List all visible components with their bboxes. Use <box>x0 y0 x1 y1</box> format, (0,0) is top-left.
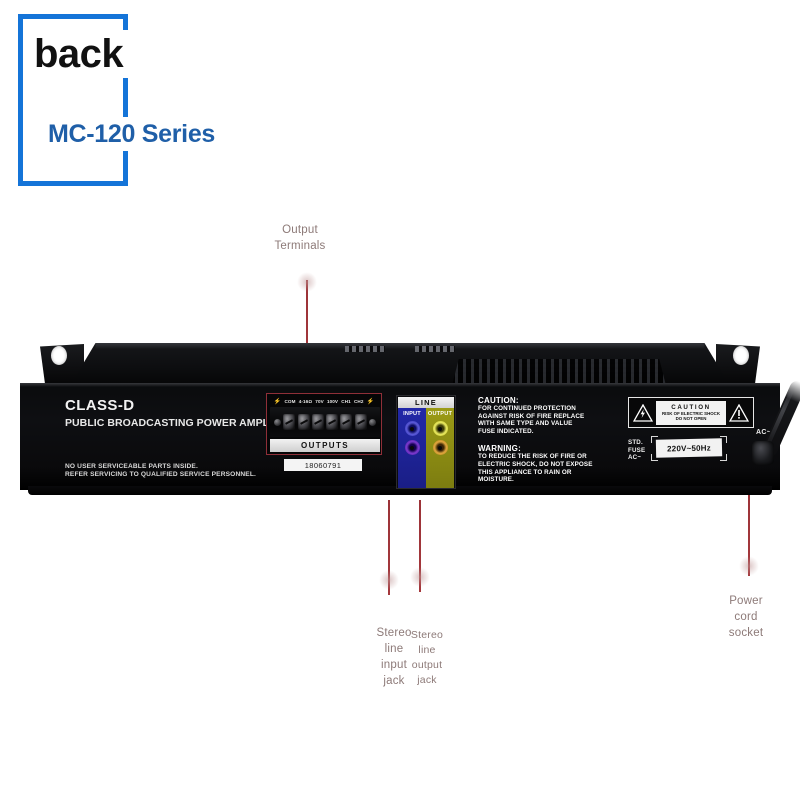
rca-pin <box>438 445 442 450</box>
line-input-column[interactable]: INPUT <box>398 408 426 488</box>
rack-mount-hole-right <box>733 346 749 365</box>
annotation-power-cord-socket: Power cord socket <box>728 595 764 639</box>
terminal-screw-impedance[interactable] <box>297 414 310 430</box>
line-io-block[interactable]: LINE INPUT OUTPUT <box>396 395 456 489</box>
voltage-bracket-bottom-left <box>651 454 658 461</box>
chassis-bottom-edge <box>28 486 772 495</box>
rca-jack-input-left[interactable] <box>404 421 420 436</box>
class-d-label: CLASS-D <box>65 397 135 414</box>
leader-line-stereo-output <box>419 500 421 592</box>
annotation-stereo-line-input-jack: Stereo line input jack <box>376 627 412 687</box>
page-title: back <box>30 30 130 78</box>
terminal-label-row: ⚡ COM 4-16Ω 70V 100V CH1 CH2 ⚡ <box>267 395 381 407</box>
ac-inlet-label: AC~ <box>756 429 772 436</box>
terminal-screw-strip[interactable] <box>270 407 380 437</box>
leader-dot-output-terminals <box>297 272 317 292</box>
rca-jack-input-right[interactable] <box>404 440 420 455</box>
voltage-bracket-top-right <box>720 436 727 443</box>
terminal-label-100v: 100V <box>326 398 339 404</box>
terminal-screw-com[interactable] <box>283 414 296 430</box>
vent-slot-group-2 <box>415 346 455 352</box>
leader-line-power-cord <box>748 480 750 576</box>
line-columns: INPUT OUTPUT <box>398 408 454 488</box>
lightning-icon-left: ⚡ <box>273 398 282 405</box>
rca-jack-output-right[interactable] <box>432 440 448 455</box>
outputs-tag: OUTPUTS <box>270 439 380 452</box>
amplifier-rear-panel: CLASS-D PUBLIC BROADCASTING POWER AMPLIF… <box>20 335 800 500</box>
voltage-rating-tag: 220V~50Hz <box>655 438 723 458</box>
rca-jack-output-left[interactable] <box>432 421 448 436</box>
annotation-output-terminals: Output Terminals <box>274 224 326 252</box>
shock-caution-title: CAUTION <box>671 403 711 411</box>
rca-pin <box>410 426 414 431</box>
terminal-mount-screw-right[interactable] <box>368 418 376 426</box>
shock-label-center: CAUTION RISK OF ELECTRIC SHOCK DO NOT OP… <box>656 400 726 425</box>
electric-shock-caution-label: CAUTION RISK OF ELECTRIC SHOCK DO NOT OP… <box>628 397 754 428</box>
header-frame <box>18 14 128 186</box>
terminal-label-ch2: CH2 <box>353 398 364 404</box>
terminal-label-com: COM <box>284 398 296 404</box>
line-output-column[interactable]: OUTPUT <box>426 408 454 488</box>
leader-line-output-terminals <box>306 280 308 386</box>
terminal-screw-ch1[interactable] <box>340 414 353 430</box>
terminal-screw-100v[interactable] <box>326 414 339 430</box>
terminal-label-impedance: 4-16Ω <box>298 398 313 404</box>
shock-caution-subtitle: RISK OF ELECTRIC SHOCK DO NOT OPEN <box>661 410 721 421</box>
amplifier-subtitle: PUBLIC BROADCASTING POWER AMPLIFIER <box>65 417 297 429</box>
warning-group: WARNING: TO REDUCE THE RISK OF FIRE OR E… <box>478 444 614 483</box>
terminal-screw-70v[interactable] <box>311 414 324 430</box>
warning-title: WARNING: <box>478 444 521 454</box>
terminal-mount-screw-left[interactable] <box>274 418 281 426</box>
line-input-label: INPUT <box>403 411 421 417</box>
rca-pin <box>438 426 442 431</box>
caution-warning-text-block: CAUTION: FOR CONTINUED PROTECTION AGAINS… <box>478 396 614 484</box>
exclamation-triangle-icon <box>729 403 749 422</box>
voltage-bracket-bottom-right <box>720 454 727 461</box>
leader-line-stereo-input <box>388 500 390 595</box>
lightning-bolt-triangle-icon <box>633 403 653 422</box>
leader-dot-stereo-input <box>379 570 399 590</box>
warning-body: TO REDUCE THE RISK OF FIRE OR ELECTRIC S… <box>478 453 593 484</box>
output-terminal-block[interactable]: ⚡ COM 4-16Ω 70V 100V CH1 CH2 ⚡ OUTPUTS <box>266 393 382 455</box>
series-subtitle: MC-120 Series <box>44 117 224 151</box>
annotation-stereo-line-output-jack: Stereo line output jack <box>410 629 444 686</box>
caution-body: FOR CONTINUED PROTECTION AGAINST RISK OF… <box>478 405 585 435</box>
rca-pin <box>410 445 414 450</box>
terminal-label-ch1: CH1 <box>341 398 351 404</box>
lightning-icon-right: ⚡ <box>366 398 375 405</box>
chassis-lid-highlight <box>95 343 705 349</box>
line-header-label: LINE <box>398 397 454 408</box>
rack-mount-hole-left <box>51 346 67 365</box>
fuse-rating-label: STD. FUSE AC~ <box>628 439 646 462</box>
power-cord-socket[interactable] <box>752 441 774 465</box>
leader-dot-stereo-output <box>410 567 430 587</box>
panel-top-edge <box>20 383 780 387</box>
terminal-label-70v: 70V <box>315 398 324 404</box>
line-output-label: OUTPUT <box>427 411 453 417</box>
terminal-screw-ch2[interactable] <box>354 414 367 430</box>
voltage-bracket-top-left <box>651 436 658 443</box>
caution-title: CAUTION: <box>478 396 519 405</box>
ventilation-grille <box>452 359 666 385</box>
leader-dot-power-cord <box>739 556 759 576</box>
vent-slot-group-1 <box>345 346 385 352</box>
serial-number-label: 18060791 <box>284 459 362 471</box>
service-notice: NO USER SERVICEABLE PARTS INSIDE. REFER … <box>65 463 256 479</box>
